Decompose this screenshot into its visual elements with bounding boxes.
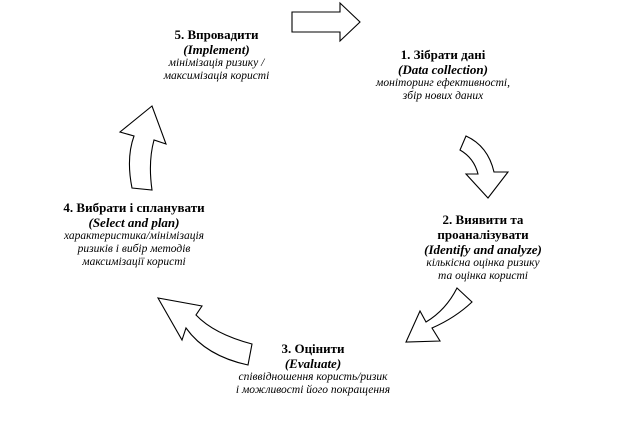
step-title: 3. Оцінити (281, 341, 345, 356)
step-desc-line: ризиків і вибір методів (77, 243, 191, 255)
arrow-5-to-1 (291, 1, 361, 43)
step-desc-line: характеристика/мінімізація (63, 230, 205, 242)
step-title: 4. Вибрати і спланувати (63, 200, 205, 215)
step-title: проаналізувати (437, 227, 529, 242)
step-english: (Data collection) (398, 62, 488, 77)
step-desc-line: співвідношення користь/ризик (238, 371, 388, 383)
step-desc-line: максимізація користі (163, 70, 270, 82)
step-desc-line: і можливості його покращення (235, 384, 391, 396)
arrow-4-to-5 (118, 105, 167, 191)
step-desc-line: збір нових даних (402, 90, 484, 102)
step-desc-line: мінімізація ризику / (168, 57, 265, 69)
step-english: (Implement) (183, 42, 250, 57)
step-desc-line: кількісна оцінка ризику (426, 257, 540, 269)
step-desc-line: максимізації користі (82, 256, 186, 268)
arrow-1-to-2 (459, 135, 510, 199)
step-select-plan: 4. Вибрати і спланувати (Select and plan… (28, 200, 240, 269)
step-evaluate: 3. Оцінити (Evaluate) співвідношення кор… (208, 341, 418, 397)
step-desc-line: моніторинг ефективності, (376, 77, 510, 89)
step-implement: 5. Впровадити (Implement) мінімізація ри… (114, 27, 319, 83)
step-data-collection: 1. Зібрати дані (Data collection) моніто… (348, 47, 538, 103)
step-title: 5. Впровадити (174, 27, 259, 42)
step-title: 1. Зібрати дані (400, 47, 486, 62)
step-identify-analyze: 2. Виявити та проаналізувати (Identify a… (388, 212, 578, 283)
arrow-2-to-3 (405, 287, 473, 343)
step-desc-line: та оцінка користі (438, 270, 528, 282)
step-english: (Identify and analyze) (424, 242, 542, 257)
step-english: (Select and plan) (88, 215, 180, 230)
step-title: 2. Виявити та (442, 212, 524, 227)
arrow-3-to-4 (156, 297, 253, 366)
step-english: (Evaluate) (284, 356, 342, 371)
